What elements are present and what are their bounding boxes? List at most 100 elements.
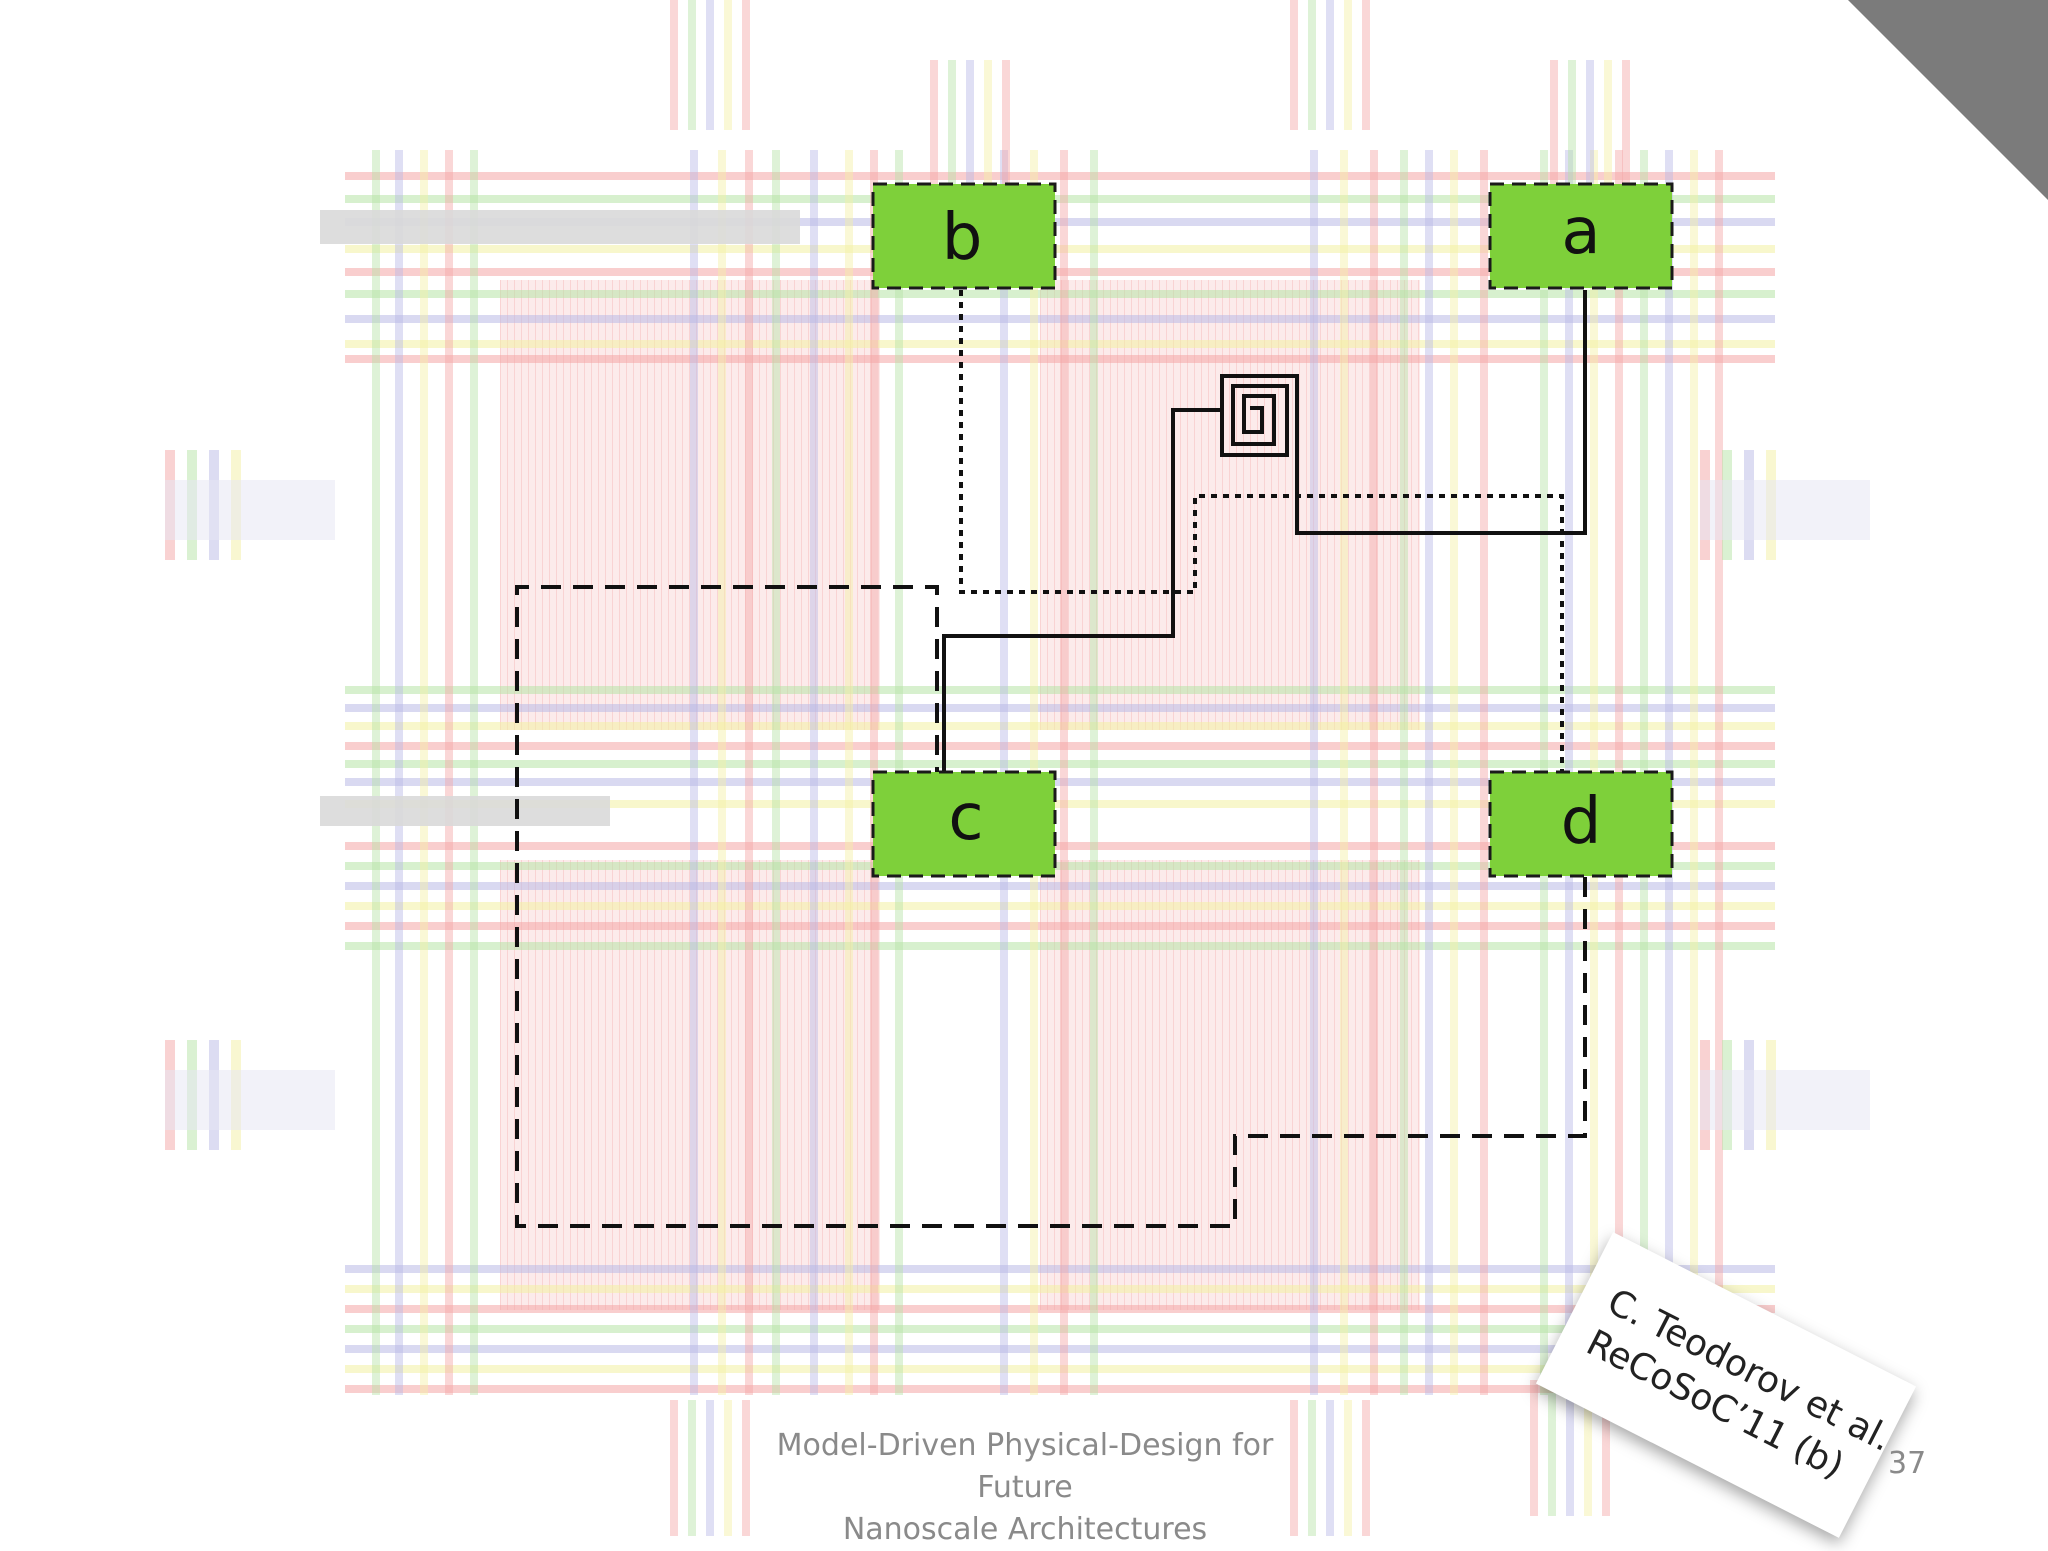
bus-bar bbox=[320, 210, 800, 244]
mesh-wire bbox=[1110, 280, 1111, 730]
mesh-wire bbox=[738, 280, 739, 730]
mesh-wire bbox=[1299, 860, 1300, 1310]
stub-wire bbox=[948, 60, 956, 190]
mesh-wire bbox=[871, 860, 872, 1310]
corner-fold-decoration bbox=[1848, 0, 2048, 200]
mesh-wire bbox=[1271, 860, 1272, 1310]
mesh-wire bbox=[1166, 280, 1167, 730]
mesh-wire bbox=[1397, 860, 1398, 1310]
node-b: b bbox=[871, 182, 1057, 290]
mesh-wire bbox=[766, 860, 767, 1310]
mesh-wire bbox=[1194, 860, 1195, 1310]
mesh-wire bbox=[605, 280, 606, 730]
mesh-wire bbox=[815, 280, 816, 730]
horizontal-wire bbox=[345, 686, 1775, 694]
route-d-dashed bbox=[515, 585, 1587, 1228]
mesh-wire bbox=[1341, 860, 1342, 1310]
mesh-wire bbox=[794, 860, 795, 1310]
vertical-wire bbox=[810, 150, 818, 1395]
mesh-wire bbox=[1264, 280, 1265, 730]
side-bus bbox=[1700, 1070, 1870, 1130]
mesh-wire bbox=[626, 280, 627, 730]
mesh-wire bbox=[724, 280, 725, 730]
mesh-wire bbox=[1229, 860, 1230, 1310]
mesh-wire bbox=[850, 280, 851, 730]
mesh-wire bbox=[794, 280, 795, 730]
stub-wire bbox=[1568, 60, 1576, 190]
mesh-wire bbox=[1243, 860, 1244, 1310]
mesh-wire bbox=[1236, 860, 1237, 1310]
mesh-wire bbox=[878, 280, 879, 730]
mesh-wire bbox=[1411, 280, 1412, 730]
stub-wire bbox=[1550, 60, 1558, 190]
mesh-wire bbox=[1152, 860, 1153, 1310]
mesh-wire bbox=[1271, 280, 1272, 730]
mesh-wire bbox=[563, 280, 564, 730]
stub-wire bbox=[1290, 0, 1298, 130]
mesh-wire bbox=[864, 860, 865, 1310]
mesh-wire bbox=[1173, 860, 1174, 1310]
mesh-wire bbox=[787, 860, 788, 1310]
horizontal-wire bbox=[345, 760, 1775, 768]
vertical-wire bbox=[395, 150, 403, 1395]
horizontal-wire bbox=[345, 1305, 1775, 1313]
stub-wire bbox=[1308, 0, 1316, 130]
stub-wire bbox=[742, 0, 750, 130]
mesh-wire bbox=[1131, 280, 1132, 730]
horizontal-wire bbox=[345, 1385, 1775, 1393]
mesh-wire bbox=[731, 860, 732, 1310]
mesh-wire bbox=[808, 280, 809, 730]
mesh-wire bbox=[759, 860, 760, 1310]
mesh-wire bbox=[619, 860, 620, 1310]
mesh-wire bbox=[689, 860, 690, 1310]
mesh-wire bbox=[1404, 280, 1405, 730]
vertical-wire bbox=[1310, 150, 1318, 1395]
mesh-wire bbox=[780, 860, 781, 1310]
mesh-wire bbox=[703, 280, 704, 730]
mesh-wire bbox=[780, 280, 781, 730]
vertical-wire bbox=[1400, 150, 1408, 1395]
node-b-label: b bbox=[942, 201, 983, 275]
mesh-wire bbox=[668, 860, 669, 1310]
horizontal-wire bbox=[345, 1345, 1775, 1353]
mesh-wire bbox=[563, 860, 564, 1310]
horizontal-wire bbox=[345, 922, 1775, 930]
mesh-wire bbox=[1180, 860, 1181, 1310]
mesh-wire bbox=[1180, 280, 1181, 730]
mesh-wire bbox=[1397, 280, 1398, 730]
mesh-wire bbox=[1159, 860, 1160, 1310]
crossbar-block bbox=[1040, 860, 1420, 1310]
mesh-wire bbox=[507, 860, 508, 1310]
horizontal-wire bbox=[345, 862, 1775, 870]
mesh-wire bbox=[878, 860, 879, 1310]
footer-title: Model-Driven Physical-Design for Future … bbox=[730, 1425, 1320, 1551]
mesh-wire bbox=[1334, 860, 1335, 1310]
mesh-wire bbox=[1138, 280, 1139, 730]
mesh-wire bbox=[843, 280, 844, 730]
mesh-wire bbox=[1418, 860, 1419, 1310]
mesh-wire bbox=[1243, 280, 1244, 730]
mesh-wire bbox=[1215, 280, 1216, 730]
stub-wire bbox=[1002, 60, 1010, 190]
stub-wire bbox=[688, 0, 696, 130]
mesh-wire bbox=[1278, 860, 1279, 1310]
footer-line-1: Model-Driven Physical-Design for Future bbox=[776, 1428, 1274, 1505]
mesh-wire bbox=[556, 860, 557, 1310]
crossbar-block bbox=[500, 860, 880, 1310]
mesh-wire bbox=[570, 860, 571, 1310]
mesh-wire bbox=[1285, 280, 1286, 730]
mesh-wire bbox=[542, 280, 543, 730]
stub-wire bbox=[1586, 60, 1594, 190]
node-c: c bbox=[871, 770, 1057, 878]
mesh-wire bbox=[1145, 860, 1146, 1310]
vertical-wire bbox=[1060, 150, 1068, 1395]
mesh-wire bbox=[766, 280, 767, 730]
page-number: 37 bbox=[1888, 1446, 1927, 1481]
stub-wire bbox=[984, 60, 992, 190]
mesh-wire bbox=[542, 860, 543, 1310]
mesh-wire bbox=[724, 860, 725, 1310]
mesh-wire bbox=[801, 280, 802, 730]
mesh-wire bbox=[1075, 280, 1076, 730]
